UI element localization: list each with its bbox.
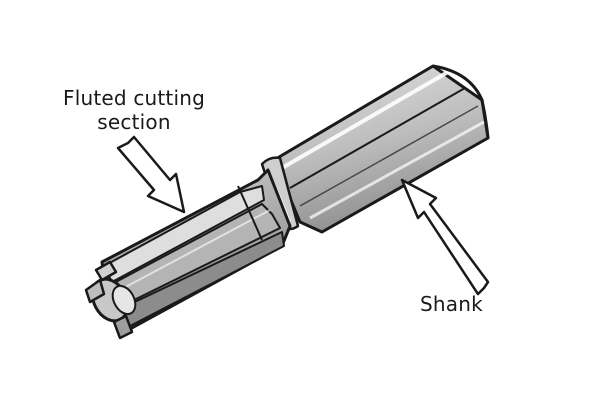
arrow-to-shank xyxy=(400,178,490,296)
label-fluted-line-2: section xyxy=(97,110,171,134)
fluted-cutting-section xyxy=(84,168,292,340)
shank xyxy=(260,64,490,234)
cutting-tip xyxy=(84,260,137,340)
label-shank: Shank xyxy=(420,292,483,316)
label-fluted-cutting-section: Fluted cutting section xyxy=(44,86,224,134)
arrow-to-flutes xyxy=(116,135,186,214)
label-fluted-line-1: Fluted cutting xyxy=(62,86,206,110)
